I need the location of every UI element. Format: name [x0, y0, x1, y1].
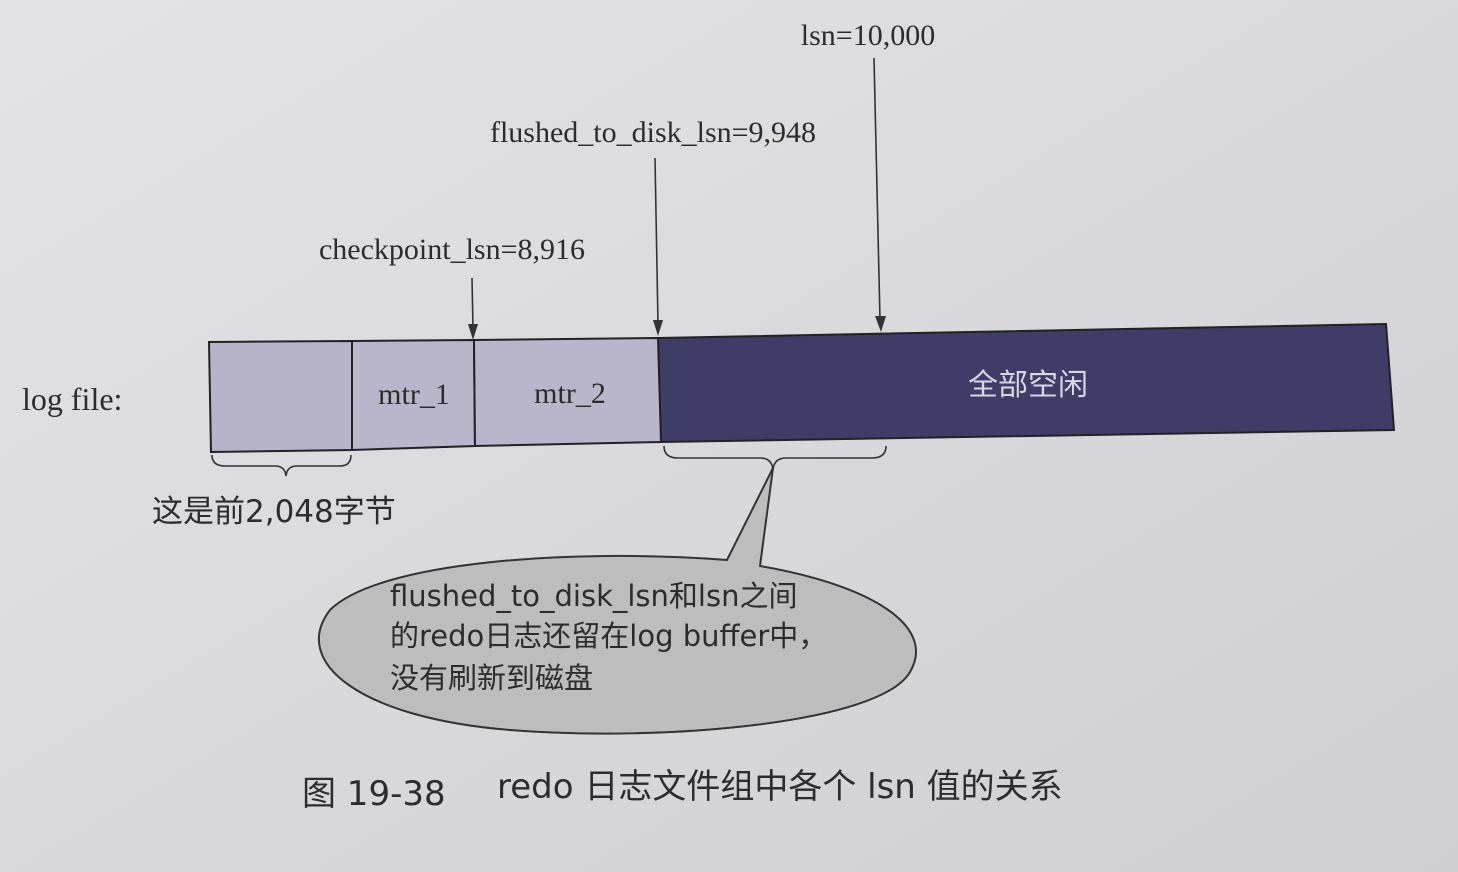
- free-space-label: 全部空闲: [968, 368, 1088, 403]
- callout-bubble: [318, 467, 917, 735]
- marker-arrows: [468, 57, 886, 340]
- lsn-arrow: [873, 57, 881, 321]
- mtr-1-label: mtr_1: [378, 378, 450, 411]
- flushed-to-disk-lsn-label: flushed_to_disk_lsn=9,948: [490, 116, 816, 149]
- first-segment-brace: [211, 454, 352, 477]
- mtr-2-label: mtr_2: [534, 377, 606, 410]
- checkpoint-lsn-arrow-head: [468, 324, 478, 340]
- figure-caption: redo 日志文件组中各个 lsn 值的关系: [497, 767, 1063, 807]
- figure-number: 图 19-38: [302, 774, 446, 814]
- segment-mtr-2: [472, 336, 663, 448]
- checkpoint-lsn-label: checkpoint_lsn=8,916: [319, 233, 585, 266]
- log-file-label: log file:: [22, 381, 122, 417]
- segment-first-2048-bytes: [207, 339, 353, 454]
- flushed-to-disk-lsn-arrow-head: [653, 320, 663, 336]
- flushed-to-disk-lsn-arrow: [654, 157, 659, 325]
- log-file-bar: [207, 322, 1396, 454]
- callout-line-2: 的redo日志还留在log buffer中，: [390, 619, 827, 653]
- first-segment-caption: 这是前2,048字节: [152, 494, 396, 530]
- lsn-label: lsn=10,000: [801, 19, 935, 52]
- lsn-arrow-head: [875, 316, 886, 332]
- callout-line-1: flushed_to_disk_lsn和lsn之间: [390, 579, 797, 613]
- checkpoint-lsn-arrow: [471, 277, 474, 329]
- callout-line-3: 没有刷新到磁盘: [390, 661, 593, 695]
